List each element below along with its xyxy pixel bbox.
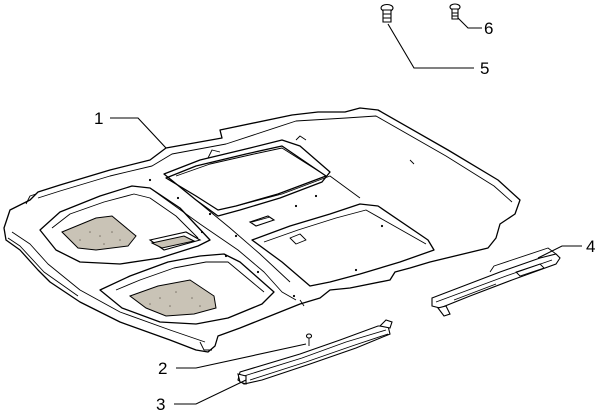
callout-2: 2 <box>158 359 167 378</box>
part-floor-panel <box>3 107 521 353</box>
callout-5: 5 <box>480 59 489 78</box>
front-rail-body <box>237 325 391 385</box>
floor-panel-rim <box>37 115 513 203</box>
part-push-clip <box>380 3 394 23</box>
part-front-sill-rail <box>237 319 393 385</box>
center-hump <box>149 187 297 301</box>
left-front-tub <box>99 253 275 325</box>
floor-panel-outline <box>3 107 521 353</box>
center-rear-panel <box>163 139 331 217</box>
callout-6: 6 <box>484 19 493 38</box>
left-rear-tub <box>39 185 211 265</box>
leader-3 <box>174 379 247 405</box>
leader-5 <box>387 23 474 69</box>
leader-2 <box>176 343 307 369</box>
leader-1 <box>110 117 167 149</box>
leader-6 <box>457 17 482 29</box>
callout-1: 1 <box>94 109 103 128</box>
part-push-clip-small <box>449 3 461 20</box>
floor-panel-front-lip <box>11 231 206 343</box>
right-front-tub <box>251 203 435 287</box>
left-front-pad <box>128 279 217 317</box>
right-rail-body <box>431 253 561 309</box>
callout-3: 3 <box>156 395 165 414</box>
part-right-sill-rail <box>431 247 561 317</box>
left-rear-pad <box>61 215 137 251</box>
callout-4: 4 <box>586 237 595 256</box>
part-screw <box>305 333 313 346</box>
leader-4 <box>537 245 582 259</box>
center-rear-inset <box>165 145 327 211</box>
